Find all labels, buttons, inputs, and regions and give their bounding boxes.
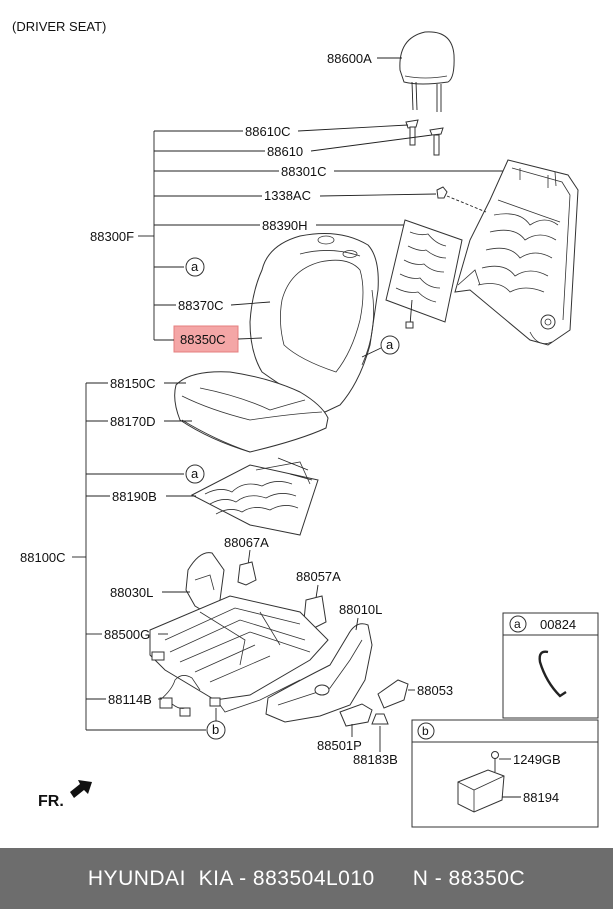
label-88610C: 88610C xyxy=(245,124,291,139)
label-00824: 00824 xyxy=(540,617,576,632)
inset-b-ref: b xyxy=(422,724,429,738)
label-88053: 88053 xyxy=(417,683,453,698)
label-88600A: 88600A xyxy=(327,51,372,66)
label-88370C: 88370C xyxy=(178,298,224,313)
label-88010L: 88010L xyxy=(339,602,382,617)
ref-a-circle-3: a xyxy=(191,466,199,481)
label-88170D: 88170D xyxy=(110,414,156,429)
cap-88183B xyxy=(371,713,389,725)
clip-00824 xyxy=(538,650,567,698)
seat-cushion xyxy=(174,371,329,453)
label-88030L: 88030L xyxy=(110,585,153,600)
label-1249GB: 1249GB xyxy=(513,752,561,767)
diagram-title: (DRIVER SEAT) xyxy=(12,19,106,34)
inset-a-ref: a xyxy=(514,617,521,631)
parts-diagram: (DRIVER SEAT) 88300F 88600A 88610C 88610… xyxy=(12,19,599,828)
label-88301C: 88301C xyxy=(281,164,327,179)
label-88114B: 88114B xyxy=(108,692,152,707)
headrest xyxy=(399,31,455,112)
lever-88501P xyxy=(339,703,373,727)
side-shield-88010L xyxy=(265,623,373,723)
label-88500G: 88500G xyxy=(104,627,150,642)
inset-a: a 00824 xyxy=(502,612,599,719)
ref-a-circle-1: a xyxy=(191,259,199,274)
label-88067A: 88067A xyxy=(224,535,269,550)
backrest-frame xyxy=(454,159,579,346)
ref-b-circle-1: b xyxy=(212,722,219,737)
inset-b: b 1249GB 88194 xyxy=(411,719,599,828)
backrest-cover xyxy=(249,232,379,413)
knob-88053 xyxy=(377,679,409,709)
part-number-footer: HYUNDAI KIA - 883504L010 N - 88350C xyxy=(0,848,613,909)
label-88610: 88610 xyxy=(267,144,303,159)
label-88057A: 88057A xyxy=(296,569,341,584)
label-88150C: 88150C xyxy=(110,376,156,391)
nut-icon xyxy=(436,186,448,199)
label-88350C[interactable]: 88350C xyxy=(180,332,226,347)
label-88390H: 88390H xyxy=(262,218,308,233)
label-1338AC: 1338AC xyxy=(264,188,311,203)
seat-track-frame xyxy=(149,595,329,713)
footer-text: HYUNDAI KIA - 883504L010 N - 88350C xyxy=(87,866,526,890)
front-arrow-icon xyxy=(70,780,92,798)
module-88194 xyxy=(457,769,505,813)
front-direction-label: FR. xyxy=(38,793,64,810)
label-88501P: 88501P xyxy=(317,738,362,753)
bracket-88067A xyxy=(237,561,257,586)
label-88300F: 88300F xyxy=(90,229,134,244)
wiring-harness xyxy=(159,675,201,717)
backrest-heater-pad xyxy=(385,219,463,329)
label-88194: 88194 xyxy=(523,790,559,805)
label-88190B: 88190B xyxy=(112,489,157,504)
label-88183B: 88183B xyxy=(353,752,398,767)
ref-a-circle-2: a xyxy=(386,337,394,352)
headrest-guides xyxy=(405,119,444,156)
label-88100C: 88100C xyxy=(20,550,66,565)
cushion-heater-pad xyxy=(190,457,319,536)
